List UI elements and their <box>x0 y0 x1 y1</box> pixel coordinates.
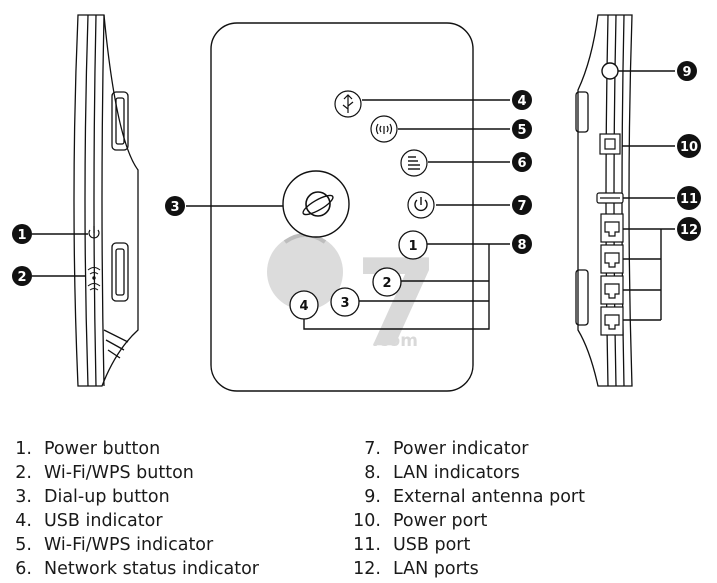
left-side-view <box>73 14 139 387</box>
legend-label: Wi-Fi/WPS indicator <box>44 535 214 555</box>
svg-text:3: 3 <box>340 296 349 311</box>
callout-6: 6 <box>512 152 532 172</box>
legend-item: 6. Network status indicator <box>0 558 259 580</box>
watermark: 7 .com <box>267 233 439 374</box>
svg-text:4: 4 <box>299 299 308 314</box>
legend-label: Network status indicator <box>44 559 259 579</box>
legend-number: 6. <box>15 559 32 579</box>
lan-indicator-2: 2 <box>372 267 402 297</box>
callout-10: 10 <box>677 134 701 158</box>
legend-item: 10. Power port <box>345 510 487 532</box>
power-port <box>599 133 621 155</box>
wifi-wps-indicator <box>370 115 398 143</box>
legend-number: 2. <box>15 463 32 483</box>
wifi-wps-icon <box>87 267 101 291</box>
legend-item: 2. Wi-Fi/WPS button <box>0 462 194 484</box>
legend-label: LAN ports <box>393 559 479 579</box>
svg-text:3: 3 <box>170 200 179 215</box>
legend-label: Dial-up button <box>44 487 170 507</box>
power-icon <box>88 226 100 239</box>
lan-ports <box>600 213 624 336</box>
dial-up-button[interactable] <box>282 170 350 238</box>
wifi-icon <box>375 123 393 135</box>
legend-label: Power port <box>393 511 488 531</box>
legend-item: 12. LAN ports <box>345 558 479 580</box>
legend-item: 9. External antenna port <box>345 486 585 508</box>
svg-text:7: 7 <box>517 199 526 214</box>
legend-label: External antenna port <box>393 487 585 507</box>
usb-icon <box>342 94 354 113</box>
legend-item: 3. Dial-up button <box>0 486 170 508</box>
legend-label: USB port <box>393 535 471 555</box>
legend-number: 11. <box>353 535 381 555</box>
power-indicator <box>407 191 435 219</box>
legend-label: USB indicator <box>44 511 163 531</box>
svg-text:2: 2 <box>382 276 391 291</box>
svg-text:1: 1 <box>17 228 26 243</box>
legend-item: 8. LAN indicators <box>345 462 520 484</box>
legend-item: 11. USB port <box>345 534 470 556</box>
svg-text:9: 9 <box>682 65 691 80</box>
watermark-brand: 7 <box>355 235 439 374</box>
legend-label: LAN indicators <box>393 463 520 483</box>
legend-item: 7. Power indicator <box>345 438 529 460</box>
legend-number: 9. <box>364 487 381 507</box>
legend-number: 8. <box>364 463 381 483</box>
legend-item: 1. Power button <box>0 438 160 460</box>
callout-7: 7 <box>512 195 532 215</box>
external-antenna-port <box>601 62 619 80</box>
svg-text:6: 6 <box>517 156 526 171</box>
usb-indicator <box>334 90 362 118</box>
svg-text:5: 5 <box>517 123 526 138</box>
callout-12: 12 <box>677 217 701 241</box>
router-diagram: 7 .com <box>12 14 701 392</box>
svg-text:4: 4 <box>517 94 526 109</box>
svg-text:8: 8 <box>517 238 526 253</box>
callout-3: 3 <box>165 196 185 216</box>
lan-indicator-1: 1 <box>398 230 428 260</box>
callout-1: 1 <box>12 224 32 244</box>
lan-indicator-4: 4 <box>289 290 319 320</box>
power-icon <box>414 197 428 212</box>
usb-port <box>596 192 624 204</box>
callout-9: 9 <box>677 61 697 81</box>
callout-8: 8 <box>512 234 532 254</box>
legend-number: 5. <box>15 535 32 555</box>
network-status-indicator <box>400 149 428 177</box>
callout-2: 2 <box>12 266 32 286</box>
legend-label: Wi-Fi/WPS button <box>44 463 194 483</box>
svg-text:10: 10 <box>680 140 698 155</box>
lan-indicator-3: 3 <box>330 287 360 317</box>
watermark-domain: .com <box>372 331 418 351</box>
legend-number: 1. <box>15 439 32 459</box>
svg-text:2: 2 <box>17 270 26 285</box>
callout-4: 4 <box>512 90 532 110</box>
globe-icon <box>305 191 331 217</box>
signal-icon <box>408 156 420 170</box>
legend-label: Power button <box>44 439 161 459</box>
legend-label: Power indicator <box>393 439 529 459</box>
legend-number: 10. <box>353 511 381 531</box>
legend-number: 4. <box>15 511 32 531</box>
legend-item: 4. USB indicator <box>0 510 163 532</box>
callout-5: 5 <box>512 119 532 139</box>
svg-text:11: 11 <box>680 192 698 207</box>
leader-lines <box>32 70 675 330</box>
svg-text:12: 12 <box>680 223 698 238</box>
svg-text:1: 1 <box>408 239 417 254</box>
legend-item: 5. Wi-Fi/WPS indicator <box>0 534 213 556</box>
legend-number: 12. <box>353 559 381 579</box>
legend-number: 3. <box>15 487 32 507</box>
legend-number: 7. <box>364 439 381 459</box>
callout-11: 11 <box>677 186 701 210</box>
